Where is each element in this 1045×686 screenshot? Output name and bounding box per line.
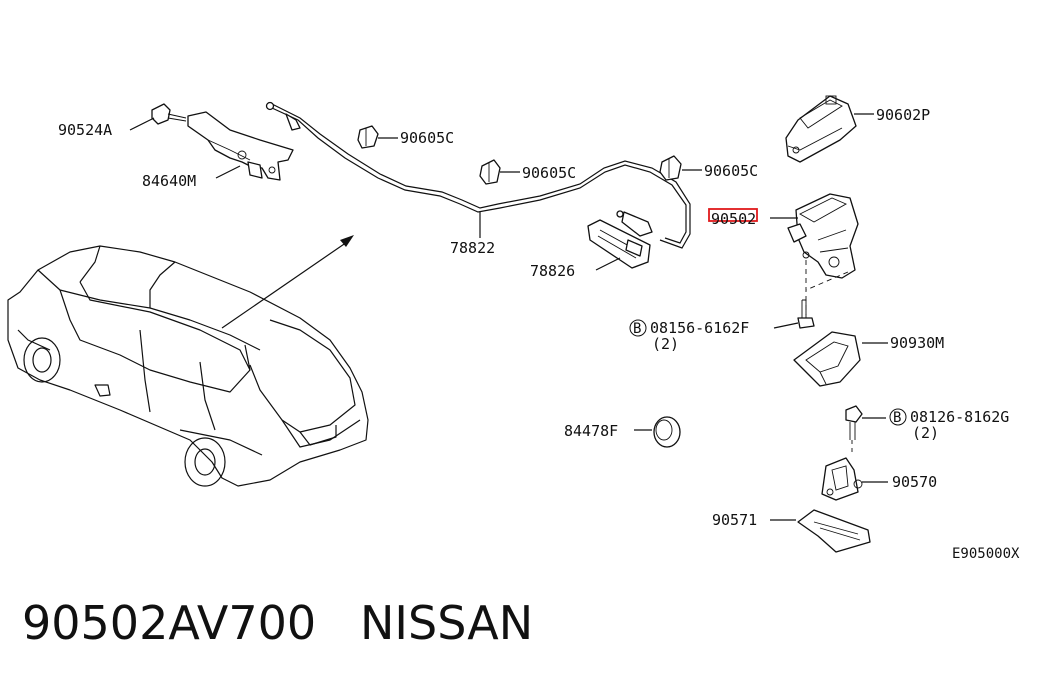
callout-90930M: 90930M bbox=[890, 334, 944, 352]
callout-08156: B 08156-6162F (2) bbox=[629, 319, 749, 353]
part-90570-striker bbox=[821, 457, 863, 501]
callout-78822: 78822 bbox=[450, 239, 495, 257]
part-84478F-cap bbox=[653, 416, 681, 448]
callout-90571: 90571 bbox=[712, 511, 757, 529]
part-08126-bolt bbox=[845, 405, 863, 440]
part-90605C-clip-a bbox=[357, 125, 379, 149]
callout-90605C-b: 90605C bbox=[522, 164, 576, 182]
callout-78826: 78826 bbox=[530, 262, 575, 280]
caption-brand: NISSAN bbox=[360, 596, 534, 650]
part-78826-release-handle bbox=[587, 219, 651, 269]
callout-84478F: 84478F bbox=[564, 422, 618, 440]
part-90571-shim-plate bbox=[797, 509, 871, 553]
part-90502-tailgate-lock bbox=[787, 193, 859, 279]
part-08156-bolt bbox=[797, 299, 815, 329]
part-90930M-striker-cover bbox=[793, 331, 861, 387]
diagram-code: E905000X bbox=[952, 546, 1020, 562]
part-90524A-bolt bbox=[151, 103, 187, 125]
part-90602P-actuator bbox=[785, 95, 857, 163]
callout-90605C-c: 90605C bbox=[704, 162, 758, 180]
callout-08126-qty: (2) bbox=[912, 424, 939, 442]
part-caption: 90502AV700 NISSAN bbox=[22, 596, 533, 650]
car-illustration bbox=[7, 235, 369, 487]
caption-spacer bbox=[316, 596, 360, 650]
part-90605C-clip-b bbox=[479, 159, 501, 185]
part-90605C-clip-c bbox=[659, 155, 682, 181]
highlight-box-90502 bbox=[708, 208, 758, 222]
callout-90524A: 90524A bbox=[58, 121, 112, 139]
callout-90570: 90570 bbox=[892, 473, 937, 491]
callout-90602P: 90602P bbox=[876, 106, 930, 124]
caption-part-number: 90502AV700 bbox=[22, 596, 317, 650]
callout-90605C-a: 90605C bbox=[400, 129, 454, 147]
callout-90502: 90502 bbox=[711, 210, 756, 228]
part-84640M-hinge-bracket bbox=[187, 111, 294, 181]
bolt-prefix-badge: B bbox=[633, 321, 641, 337]
callout-08126-number: 08126-8162G bbox=[910, 408, 1009, 426]
bolt-prefix-badge: B bbox=[893, 410, 901, 426]
callout-08156-qty: (2) bbox=[652, 335, 679, 353]
callout-84640M: 84640M bbox=[142, 172, 196, 190]
callout-08126: B 08126-8162G (2) bbox=[889, 408, 1009, 442]
callout-08156-number: 08156-6162F bbox=[650, 319, 749, 337]
part-78822-cable bbox=[265, 101, 691, 249]
